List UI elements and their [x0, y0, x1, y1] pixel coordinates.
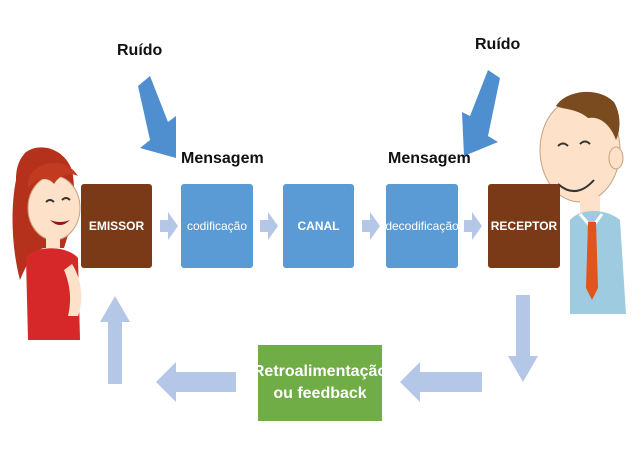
encoding-box: codificação — [181, 184, 253, 268]
noise-arrow-right — [462, 70, 500, 156]
noise-label-left: Ruído — [117, 42, 163, 59]
receiver-box: RECEPTOR — [488, 184, 560, 268]
feedback-line-2: ou feedback — [273, 385, 367, 402]
flow-arrow-1 — [160, 212, 178, 240]
feedback-arrow-up — [100, 296, 130, 384]
message-label-right: Mensagem — [388, 150, 471, 167]
flow-arrow-2 — [260, 212, 278, 240]
sender-box: EMISSOR — [81, 184, 152, 268]
decoding-box: decodificação — [385, 184, 459, 268]
feedback-arrow-left-2 — [156, 362, 236, 402]
woman-avatar — [12, 147, 82, 340]
man-avatar — [539, 91, 626, 314]
channel-box: CANAL — [283, 184, 354, 268]
flow-arrow-3 — [362, 212, 380, 240]
feedback-arrow-down — [508, 295, 538, 382]
feedback-box: Retroalimentação ou feedback — [253, 345, 387, 421]
noise-arrow-left — [138, 76, 176, 158]
feedback-arrow-left-1 — [400, 362, 482, 402]
feedback-line-1: Retroalimentação — [252, 363, 388, 380]
message-label-left: Mensagem — [181, 150, 264, 167]
noise-label-right: Ruído — [475, 36, 521, 53]
flow-arrow-4 — [464, 212, 482, 240]
